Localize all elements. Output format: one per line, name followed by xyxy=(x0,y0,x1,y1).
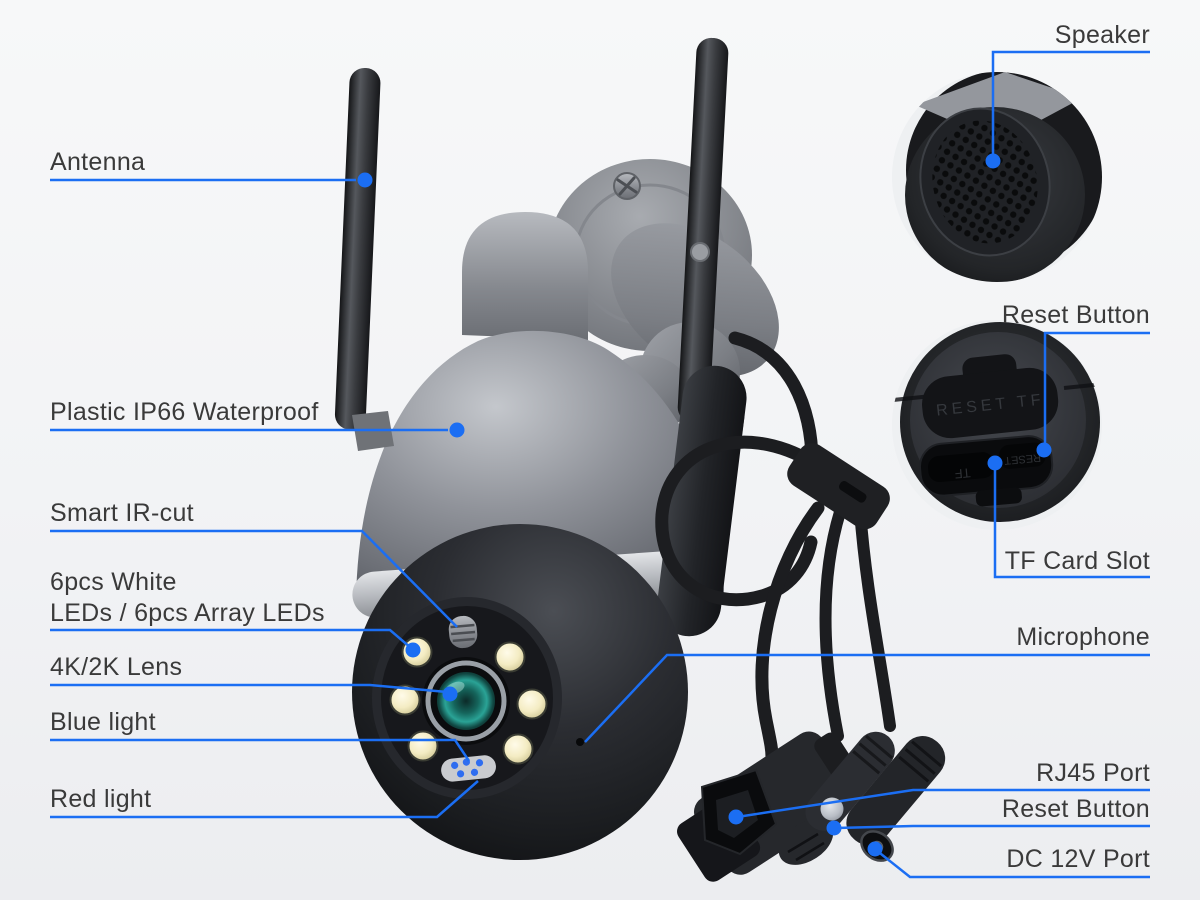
callout-line-leds xyxy=(50,628,412,649)
label-leds: 6pcs White LEDs / 6pcs Array LEDs xyxy=(50,567,325,629)
callout-dot-lens xyxy=(442,686,458,702)
knob-screw-icon xyxy=(690,242,710,262)
callout-line-red-light xyxy=(50,780,479,819)
cable-bundle xyxy=(655,331,896,764)
callout-dot-speaker xyxy=(985,153,1001,169)
callout-dot-reset-cable xyxy=(826,820,842,836)
rubber-flap: RESET TF xyxy=(922,354,1059,439)
ir-cut-sensor xyxy=(448,615,478,649)
label-reset-button-cable: Reset Button xyxy=(1001,795,1150,823)
mount-screw-icon xyxy=(613,172,641,200)
label-reset-button-top: Reset Button xyxy=(1001,301,1150,329)
port-compartment: TF RESET xyxy=(918,435,1054,507)
callout-line-rj45 xyxy=(736,788,1150,819)
callout-dot-dc-port xyxy=(867,841,883,857)
label-lens: 4K/2K Lens xyxy=(50,653,183,681)
label-ir-cut: Smart IR-cut xyxy=(50,499,194,527)
callout-line-blue-light xyxy=(50,738,471,762)
callout-dot-reset-top xyxy=(1036,442,1052,458)
label-rj45-port: RJ45 Port xyxy=(1036,759,1150,787)
dome-top-knob xyxy=(462,212,588,340)
callout-dots xyxy=(357,153,1052,857)
camera-dome xyxy=(356,330,724,602)
callout-line-lens xyxy=(50,683,448,694)
callout-dot-antenna xyxy=(357,172,373,188)
label-dc-port: DC 12V Port xyxy=(1006,845,1150,873)
callout-line-tf-card xyxy=(993,463,1150,579)
callout-line-reset-top xyxy=(1043,331,1150,449)
callout-line-dc-port xyxy=(875,849,1150,879)
callout-dot-leds xyxy=(405,642,421,658)
lens-assembly xyxy=(422,657,510,745)
antenna-right xyxy=(677,37,729,423)
callout-dot-rj45 xyxy=(728,809,744,825)
callout-line-reset-cable xyxy=(835,824,1150,830)
label-leds-line1: 6pcs White xyxy=(50,568,177,596)
label-speaker: Speaker xyxy=(1054,21,1150,49)
speaker-grille-holes xyxy=(932,120,1038,244)
speaker-inset xyxy=(892,72,1102,282)
label-leds-line2: LEDs / 6pcs Array LEDs xyxy=(50,599,325,627)
reset-tf-inset: RESET TF TF RESET xyxy=(892,320,1102,530)
microphone-hole xyxy=(576,738,584,746)
label-microphone: Microphone xyxy=(1016,623,1150,651)
label-red-light: Red light xyxy=(50,785,152,813)
reset-button-hole xyxy=(999,442,1046,469)
callout-dot-waterproof xyxy=(449,422,465,438)
label-blue-light: Blue light xyxy=(50,708,156,736)
callout-dot-tf-card xyxy=(987,455,1003,471)
callout-line-speaker xyxy=(991,50,1150,160)
label-tf-card-slot: TF Card Slot xyxy=(1004,547,1150,575)
label-antenna: Antenna xyxy=(50,148,146,176)
callout-lines xyxy=(50,50,1150,879)
antenna-left xyxy=(334,67,381,430)
cable-splitter-grommet xyxy=(787,443,890,530)
slot-right-marking: RESET xyxy=(1004,451,1042,466)
status-indicator-window xyxy=(441,755,496,782)
tf-card-slot-opening xyxy=(928,452,995,483)
callout-line-microphone xyxy=(584,653,1150,743)
callout-line-ir-cut xyxy=(50,529,458,628)
label-waterproof: Plastic IP66 Waterproof xyxy=(50,398,319,426)
slot-left-marking: TF xyxy=(954,465,971,481)
